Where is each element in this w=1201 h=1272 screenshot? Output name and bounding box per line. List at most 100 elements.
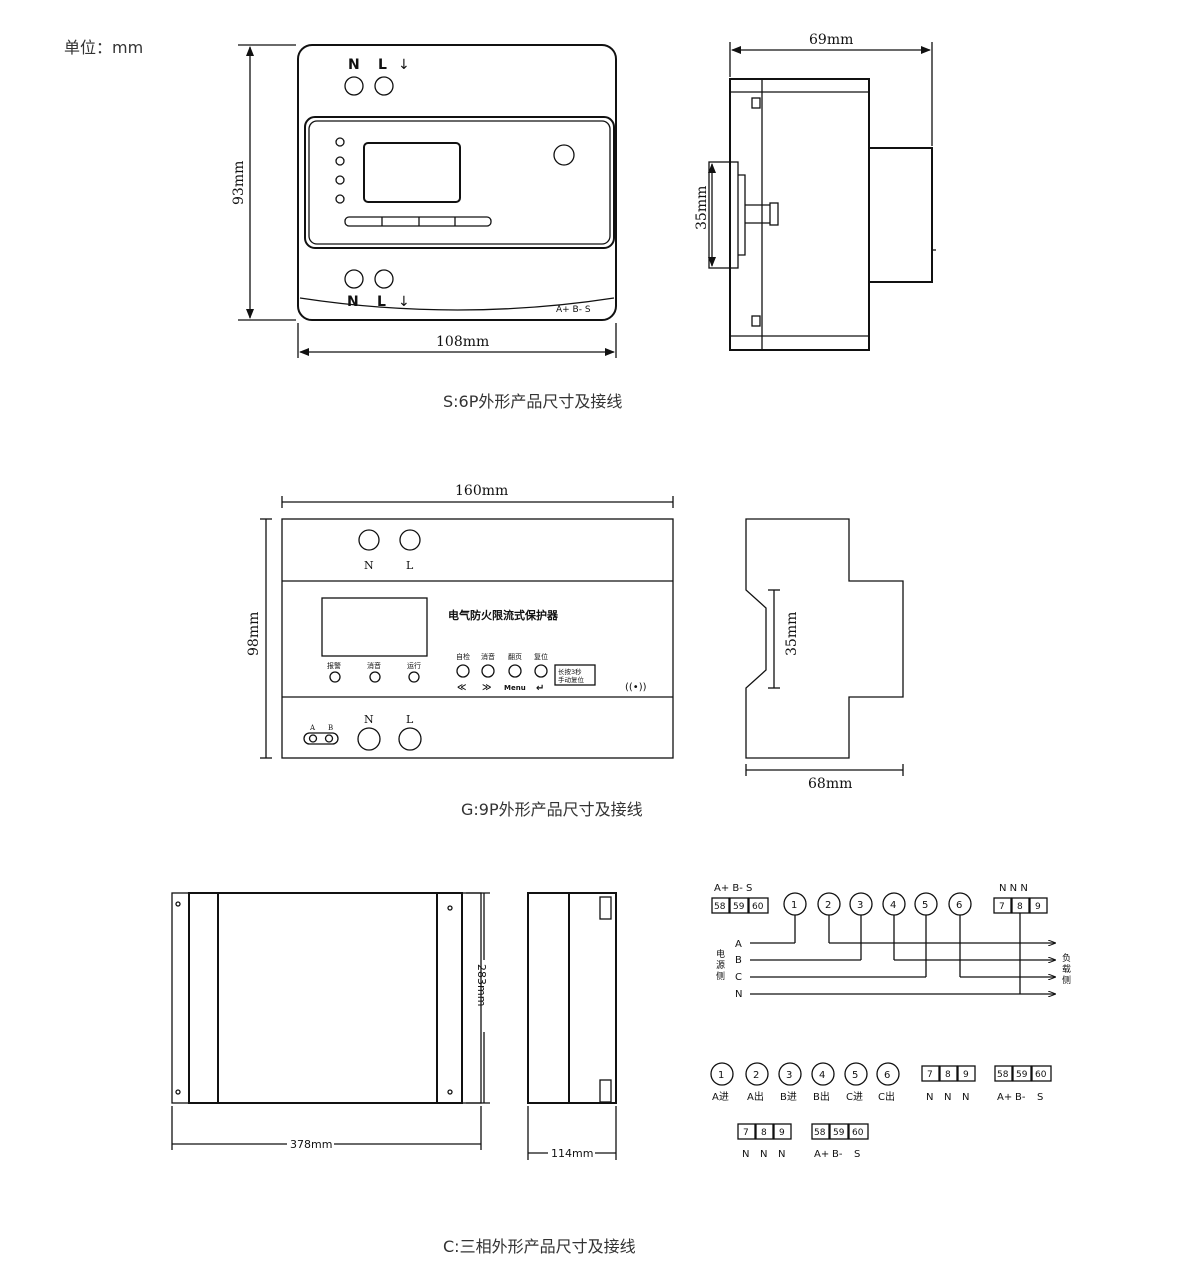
legend2-bus-label-b: B- [832, 1149, 843, 1160]
s6p-dim-depth: 69mm [809, 32, 853, 48]
s6p-top-label-n: N [348, 57, 360, 73]
s6p-dim-rail: 35mm [694, 186, 710, 230]
s6p-knob [553, 144, 575, 166]
g9p-side-view: 35mm 68mm [745, 518, 904, 792]
s6p-led-3 [335, 175, 345, 185]
wiring-phase-n: N [735, 989, 742, 1000]
c3-side-body [527, 892, 617, 1104]
s6p-bottom-terminal-l [374, 269, 394, 289]
legend-label-a-in: A进 [712, 1091, 729, 1103]
wiring-diagram: A+ B- S 58 59 60 1 2 3 4 5 6 N N N 7 8 9… [711, 883, 1071, 1000]
g9p-wireless-icon: ((•)) [625, 682, 647, 693]
g9p-top-label-n: N [364, 559, 374, 572]
g9p-glyph-menu: Menu [504, 684, 526, 692]
legend-n-term-9: 9 [963, 1070, 969, 1080]
legend-term-1: 1 [718, 1070, 724, 1081]
s6p-side-body [729, 78, 870, 351]
g9p-top-terminal-l [399, 529, 421, 551]
g9p-bottom-terminal-l [398, 727, 422, 751]
s6p-top-label-l: L [378, 57, 387, 73]
g9p-btn-label-page: 翻页 [508, 652, 522, 661]
legend-term-3: 3 [786, 1070, 792, 1081]
g9p-glyph-up-icon: ≫ [482, 683, 491, 693]
g9p-top-label-l: L [406, 559, 414, 572]
caption-s6p: S:6P外形产品尺寸及接线 [443, 392, 623, 411]
s6p-side-front-cover [868, 147, 933, 283]
wiring-bus-term-59: 59 [733, 902, 745, 912]
c3-housing [188, 892, 463, 1104]
wiring-term-4: 4 [890, 900, 896, 911]
g9p-dim-height: 98mm [246, 612, 262, 656]
legend-bus-label-b: B- [1015, 1092, 1026, 1103]
g9p-button-mute[interactable] [481, 664, 495, 678]
g9p-led-label-run: 运行 [407, 661, 421, 670]
unit-label: 单位：mm [64, 38, 144, 57]
legend-n-label-1: N [926, 1092, 933, 1103]
legend2-n-label-1: N [742, 1149, 749, 1160]
legend-bus-label-a: A+ [997, 1092, 1012, 1103]
g9p-bus-terminal [303, 732, 339, 745]
wiring-source-side-c2: 源 [716, 960, 725, 971]
g9p-dim-width: 160mm [455, 483, 508, 499]
s6p-dim-width: 108mm [436, 334, 489, 350]
c3-dim-depth: 114mm [551, 1147, 593, 1160]
legend-label-b-in: B进 [780, 1091, 797, 1103]
terminal-legend: 1 2 3 4 5 6 A进 A出 B进 B出 C进 C出 7 8 9 N N … [710, 1062, 1052, 1160]
g9p-btn-label-selftest: 自检 [456, 652, 470, 661]
g9p-bus-label-b: B [328, 724, 333, 732]
wiring-term-5: 5 [922, 900, 928, 911]
g9p-button-selftest[interactable] [456, 664, 470, 678]
wiring-term-3: 3 [857, 900, 863, 911]
wiring-source-side-c1: 电 [716, 948, 725, 960]
wiring-load-side-c2: 载 [1062, 963, 1071, 975]
s6p-bottom-terminal-n [344, 269, 364, 289]
s6p-bottom-arrow: ↓ [398, 294, 410, 310]
s6p-led-4 [335, 194, 345, 204]
legend2-n-term-7: 7 [743, 1128, 749, 1138]
legend2-bus-term-59: 59 [833, 1128, 845, 1138]
legend-n-term-7: 7 [927, 1070, 933, 1080]
wiring-n-term-label: N N N [999, 883, 1028, 894]
g9p-side-outline [745, 518, 904, 759]
legend-term-5: 5 [852, 1070, 858, 1081]
s6p-led-1 [335, 137, 345, 147]
g9p-button-page[interactable] [508, 664, 522, 678]
wiring-bus-term-60: 60 [752, 902, 764, 912]
g9p-bottom-label-l: L [406, 713, 414, 726]
g9p-glyph-enter-icon: ↵ [536, 683, 544, 694]
legend2-bus-term-60: 60 [852, 1128, 864, 1138]
legend-bus-term-59: 59 [1016, 1070, 1028, 1080]
s6p-display [363, 142, 461, 203]
legend-n-term-8: 8 [945, 1070, 951, 1080]
s6p-panel [304, 116, 615, 249]
legend2-n-label-2: N [760, 1149, 767, 1160]
g9p-glyph-left-icon: ≪ [457, 683, 466, 693]
g9p-reset-note-box [554, 664, 596, 686]
legend2-n-term-9: 9 [779, 1128, 785, 1138]
wiring-term-6: 6 [956, 900, 962, 911]
s6p-top-arrow: ↓ [398, 57, 410, 73]
g9p-button-reset[interactable] [534, 664, 548, 678]
g9p-reset-note-1: 长按3秒 [558, 667, 582, 676]
legend-term-4: 4 [819, 1070, 825, 1081]
s6p-bottom-label-l: L [377, 294, 386, 310]
wiring-load-side-c3: 侧 [1062, 974, 1071, 986]
wiring-phase-b: B [735, 955, 742, 966]
g9p-led-mute [369, 671, 381, 683]
c3-side-view: 114mm [527, 892, 617, 1160]
wiring-n-term-7: 7 [999, 902, 1005, 912]
c3-front-view: 378mm 283mm [171, 892, 490, 1151]
legend-label-c-in: C进 [846, 1091, 863, 1103]
legend2-n-label-3: N [778, 1149, 785, 1160]
legend-n-label-3: N [962, 1092, 969, 1103]
legend-label-b-out: B出 [813, 1090, 830, 1103]
g9p-bottom-terminal-n [357, 727, 381, 751]
s6p-bus-label: A+ B- S [556, 305, 591, 315]
s6p-top-terminal-n [344, 76, 364, 96]
g9p-bottom-label-n: N [364, 713, 374, 726]
s6p-dim-height: 93mm [231, 161, 247, 205]
c3-dim-height: 283mm [475, 964, 488, 1006]
s6p-led-2 [335, 156, 345, 166]
wiring-n-term-9: 9 [1035, 902, 1041, 912]
